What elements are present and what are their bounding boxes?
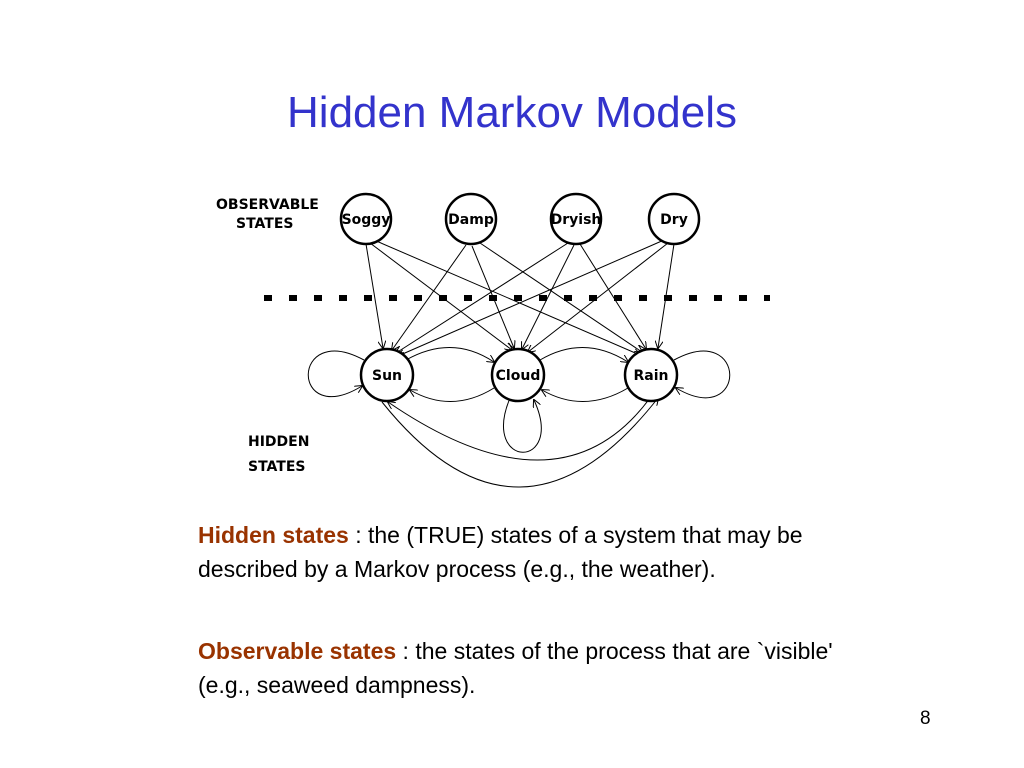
svg-text:Damp: Damp bbox=[448, 212, 494, 228]
svg-text:Dry: Dry bbox=[660, 212, 688, 228]
self-loop-sun bbox=[307, 350, 365, 398]
edge-rain-cloud bbox=[542, 387, 629, 402]
edge-cloud-sun bbox=[410, 387, 495, 402]
hidden-states-description: : the (TRUE) states of a system that may… bbox=[198, 522, 803, 582]
edge-soggy-rain bbox=[373, 239, 640, 355]
hidden-states-label-line1: HIDDEN bbox=[248, 434, 309, 450]
observable-states-description: : the states of the process that are `vi… bbox=[198, 638, 833, 698]
hidden-node-cloud: Cloud bbox=[490, 347, 546, 403]
svg-text:Sun: Sun bbox=[372, 368, 402, 384]
hidden-states-label-line2: STATES bbox=[248, 459, 306, 475]
edge-cloud-rain bbox=[539, 347, 628, 362]
hidden-node-sun: Sun bbox=[359, 347, 415, 403]
observable-node-damp: Damp bbox=[444, 192, 498, 246]
edge-rain-sun bbox=[388, 397, 651, 461]
observable-states-label-line1: OBSERVABLE bbox=[216, 197, 319, 213]
self-loop-rain bbox=[673, 350, 731, 399]
edge-dryish-rain bbox=[579, 243, 646, 349]
observable-states-definition: Observable states : the states of the pr… bbox=[198, 634, 858, 702]
edge-sun-cloud bbox=[405, 347, 494, 362]
self-loop-cloud bbox=[503, 397, 542, 453]
edge-dry-cloud bbox=[528, 242, 669, 352]
edge-damp-sun bbox=[392, 244, 467, 350]
edge-dry-sun bbox=[398, 239, 665, 356]
hidden-node-rain: Rain bbox=[623, 347, 679, 403]
edge-dryish-cloud bbox=[522, 244, 575, 349]
slide-title: Hidden Markov Models bbox=[287, 88, 737, 137]
edge-dryish-sun bbox=[396, 242, 569, 353]
edge-damp-rain bbox=[479, 242, 642, 352]
svg-text:Cloud: Cloud bbox=[496, 368, 541, 384]
svg-text:Dryish: Dryish bbox=[551, 212, 602, 228]
hidden-states-definition: Hidden states : the (TRUE) states of a s… bbox=[198, 518, 858, 586]
observable-node-soggy: Soggy bbox=[339, 192, 393, 246]
observable-states-term: Observable states bbox=[198, 638, 397, 664]
observable-states-label-line2: STATES bbox=[236, 216, 294, 232]
edge-soggy-sun bbox=[365, 243, 383, 348]
svg-text:Rain: Rain bbox=[634, 368, 669, 384]
observable-node-dryish: Dryish bbox=[549, 192, 603, 246]
hidden-states-term: Hidden states bbox=[198, 522, 349, 548]
observable-node-dry: Dry bbox=[647, 192, 701, 246]
edge-sun-rain bbox=[381, 398, 658, 488]
svg-text:Soggy: Soggy bbox=[342, 212, 391, 228]
slide-number: 8 bbox=[920, 708, 931, 729]
transition-edges bbox=[307, 347, 731, 488]
